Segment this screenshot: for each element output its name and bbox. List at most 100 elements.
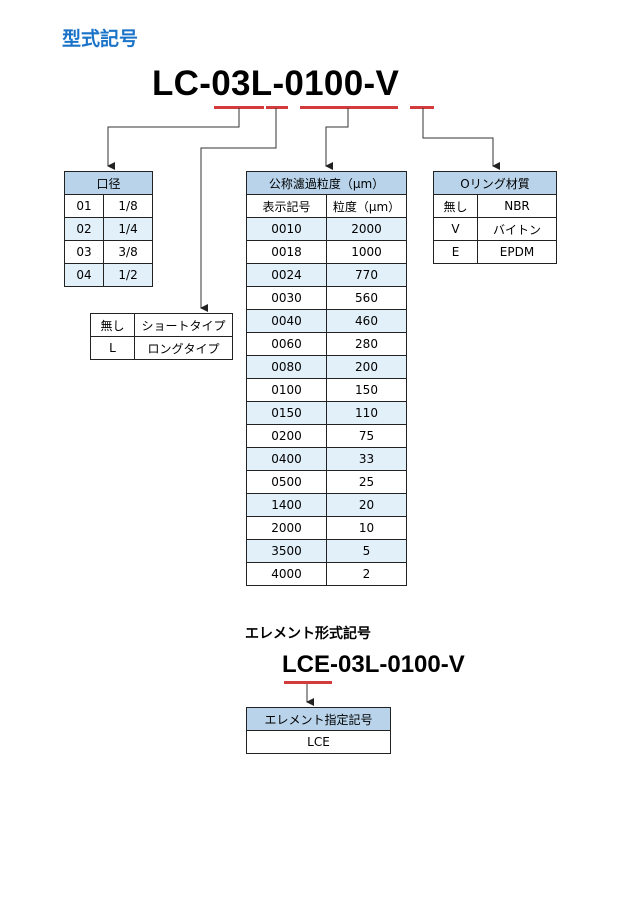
code-seal: V: [375, 64, 400, 103]
grain-code: 0018: [246, 240, 327, 264]
type-code: 無し: [90, 313, 135, 337]
table-row: 無しショートタイプ: [90, 313, 233, 337]
grain-code: 3500: [246, 539, 327, 563]
grain-code: 0100: [246, 378, 327, 402]
grain-col-size: 粒度（μm）: [326, 194, 407, 218]
grain-code: 0080: [246, 355, 327, 379]
bore-value: 3/8: [103, 240, 153, 264]
grain-size: 770: [326, 263, 407, 287]
grain-size: 150: [326, 378, 407, 402]
element-table-header: エレメント指定記号: [246, 707, 391, 731]
grain-size: 33: [326, 447, 407, 471]
table-row: LCE: [246, 730, 391, 754]
grain-code: 0030: [246, 286, 327, 310]
code-type: L: [250, 64, 273, 103]
grain-size: 460: [326, 309, 407, 333]
oring-value: バイトン: [477, 217, 557, 241]
bore-code: 02: [63, 217, 105, 241]
bore-table-header: 口径: [64, 171, 153, 195]
code-size: 03: [211, 64, 251, 103]
grain-code: 0024: [246, 263, 327, 287]
model-code: LC-03L-0100-V: [152, 64, 399, 104]
grain-code: 0040: [246, 309, 327, 333]
grain-size: 2000: [326, 217, 407, 241]
underline-grain: [300, 106, 398, 109]
section-title: 型式記号: [62, 28, 139, 50]
bore-code: 04: [63, 263, 105, 287]
grain-size: 25: [326, 470, 407, 494]
oring-code: 無し: [433, 194, 478, 218]
bore-code: 03: [63, 240, 105, 264]
grain-size: 75: [326, 424, 407, 448]
underline-element-prefix: [284, 681, 332, 684]
grain-size: 10: [326, 516, 407, 540]
type-value: ロングタイプ: [134, 336, 233, 360]
underline-size: [214, 106, 264, 109]
grain-size: 1000: [326, 240, 407, 264]
element-table: エレメント指定記号 LCE: [246, 707, 391, 754]
element-code-rest: -03L-0100-V: [330, 651, 465, 678]
element-title: エレメント形式記号: [245, 626, 371, 642]
grain-size: 5: [326, 539, 407, 563]
grain-code: 0500: [246, 470, 327, 494]
bore-value: 1/4: [103, 217, 153, 241]
type-code: L: [90, 336, 135, 360]
underline-seal: [410, 106, 434, 109]
oring-code: V: [433, 217, 478, 241]
code-dash-2: -: [363, 64, 376, 103]
grain-code: 4000: [246, 562, 327, 586]
oring-table-header: Oリング材質: [433, 171, 557, 195]
oring-value: EPDM: [477, 240, 557, 264]
oring-value: NBR: [477, 194, 557, 218]
element-code-prefix: LCE: [282, 651, 330, 678]
element-value: LCE: [246, 730, 391, 754]
grain-table-header: 公称濾過粒度（μm）: [246, 171, 407, 195]
grain-code: 2000: [246, 516, 327, 540]
bore-value: 1/8: [103, 194, 153, 218]
grain-size: 280: [326, 332, 407, 356]
bore-code: 01: [63, 194, 105, 218]
code-prefix: LC-: [152, 64, 212, 103]
bore-value: 1/2: [103, 263, 153, 287]
code-dash: -: [272, 64, 285, 103]
grain-code: 0150: [246, 401, 327, 425]
code-grain: 0100: [284, 64, 364, 103]
grain-code: 0060: [246, 332, 327, 356]
grain-size: 560: [326, 286, 407, 310]
grain-code: 0400: [246, 447, 327, 471]
grain-col-code: 表示記号: [246, 194, 327, 218]
grain-code: 0200: [246, 424, 327, 448]
element-code: LCE-03L-0100-V: [282, 651, 465, 679]
grain-code: 1400: [246, 493, 327, 517]
grain-size: 200: [326, 355, 407, 379]
grain-size: 110: [326, 401, 407, 425]
grain-size: 20: [326, 493, 407, 517]
grain-code: 0010: [246, 217, 327, 241]
